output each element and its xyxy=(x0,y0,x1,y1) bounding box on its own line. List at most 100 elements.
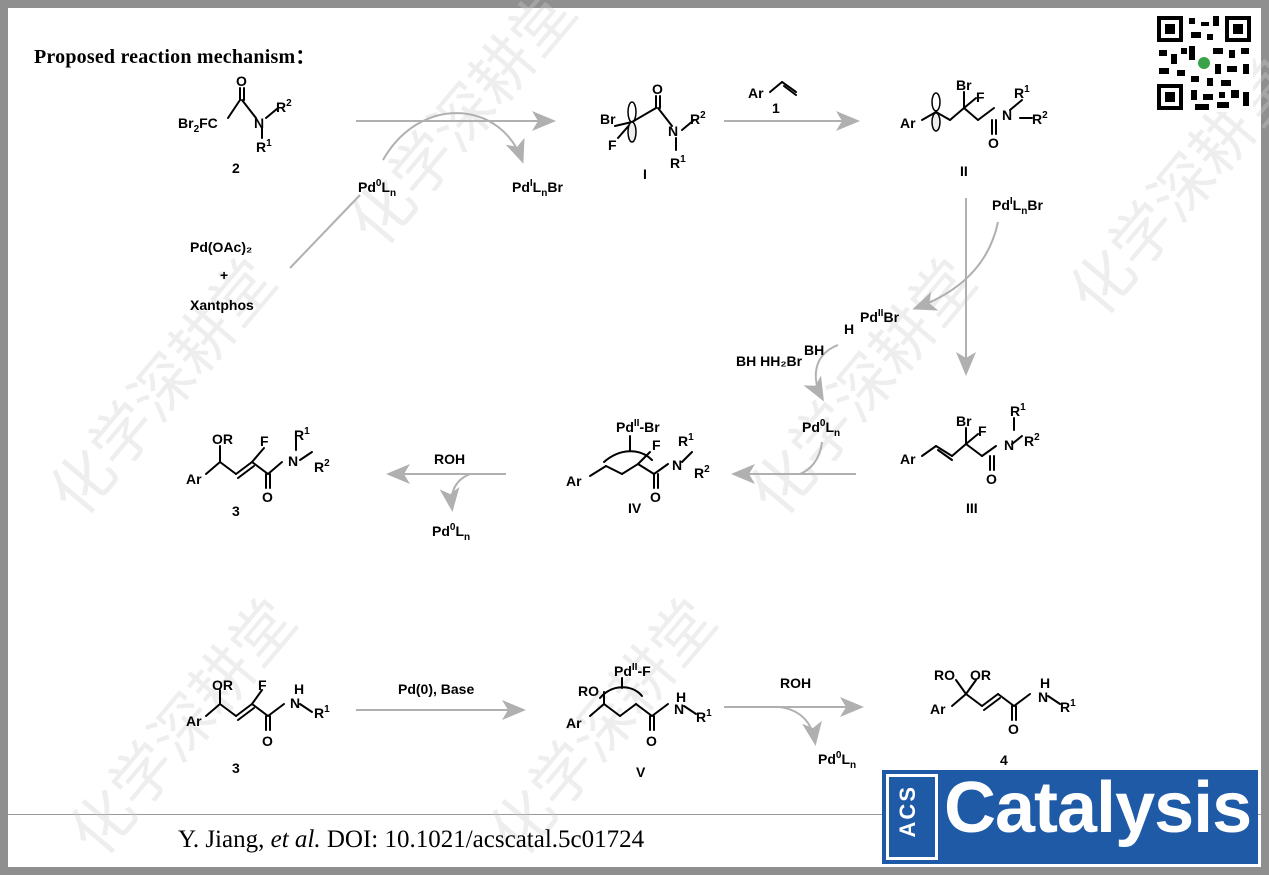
svg-text:Ar: Ar xyxy=(748,85,764,101)
svg-text:N: N xyxy=(1038,689,1048,705)
svg-text:O: O xyxy=(236,73,247,89)
svg-text:PdILnBr: PdILnBr xyxy=(992,196,1043,217)
compound-label-I: I xyxy=(643,166,647,182)
compound-label-3-top: 3 xyxy=(232,503,240,519)
svg-text:O: O xyxy=(988,135,999,151)
svg-text:R2: R2 xyxy=(690,110,706,127)
svg-text:化学深耕堂: 化学深耕堂 xyxy=(36,245,291,529)
svg-text:N: N xyxy=(254,115,264,131)
svg-text:N: N xyxy=(288,453,298,469)
reaction-arrows xyxy=(289,111,999,746)
page-title: Proposed reaction mechanism： xyxy=(34,46,316,68)
molecule-bonds xyxy=(205,81,1061,731)
atom-labels: Br2FC O N R2 R1 Br F O N R2 R1 Ar Ar Br … xyxy=(178,73,1076,771)
svg-text:R1: R1 xyxy=(678,432,694,449)
reagent-roh-bottom: ROH xyxy=(780,675,812,691)
svg-text:F: F xyxy=(258,677,267,693)
svg-text:Pd0Ln: Pd0Ln xyxy=(818,750,856,771)
svg-text:Pd0Ln: Pd0Ln xyxy=(358,178,396,199)
reagent-pd0-base: Pd(0), Base xyxy=(398,681,475,697)
svg-text:R1: R1 xyxy=(314,704,330,721)
svg-text:Ar: Ar xyxy=(186,471,202,487)
citation-etal: et al. xyxy=(270,826,321,853)
compound-label-3-bottom: 3 xyxy=(232,760,240,776)
svg-text:OR: OR xyxy=(970,667,991,683)
svg-text:F: F xyxy=(978,423,987,439)
svg-text:Ar: Ar xyxy=(930,701,946,717)
svg-text:R2: R2 xyxy=(1024,432,1040,449)
svg-text:Ar: Ar xyxy=(900,115,916,131)
svg-text:N: N xyxy=(674,701,684,717)
svg-text:O: O xyxy=(1008,721,1019,737)
svg-text:N: N xyxy=(1002,107,1012,123)
svg-text:R1: R1 xyxy=(1010,402,1026,419)
svg-text:R2: R2 xyxy=(314,458,330,475)
reagent-bh: BH xyxy=(804,342,825,358)
svg-text:H: H xyxy=(1040,675,1050,691)
reagent-plus: + xyxy=(220,267,229,283)
svg-text:H: H xyxy=(844,321,854,337)
svg-text:Br: Br xyxy=(956,413,972,429)
svg-text:PdII-Br: PdII-Br xyxy=(616,418,660,435)
compound-label-2: 2 xyxy=(232,160,240,176)
svg-text:R1: R1 xyxy=(256,138,272,155)
svg-text:O: O xyxy=(262,489,273,505)
svg-text:R1: R1 xyxy=(670,154,686,171)
svg-text:RO: RO xyxy=(578,683,599,699)
citation: Y. Jiang, et al. DOI: 10.1021/acscatal.5… xyxy=(178,826,644,854)
svg-text:O: O xyxy=(986,471,997,487)
svg-text:O: O xyxy=(262,733,273,749)
svg-text:化学深耕堂: 化学深耕堂 xyxy=(736,245,991,529)
svg-text:N: N xyxy=(1004,437,1014,453)
svg-text:F: F xyxy=(260,433,269,449)
svg-text:Br: Br xyxy=(600,111,616,127)
svg-text:PdIIBr: PdIIBr xyxy=(860,308,900,325)
compound-label-V: V xyxy=(636,764,646,780)
svg-text:R1: R1 xyxy=(1014,84,1030,101)
svg-text:R2: R2 xyxy=(276,98,292,115)
svg-text:PdILnBr: PdILnBr xyxy=(512,178,563,199)
svg-text:F: F xyxy=(652,437,661,453)
svg-text:R1: R1 xyxy=(1060,698,1076,715)
svg-text:RO: RO xyxy=(934,667,955,683)
svg-text:O: O xyxy=(652,81,663,97)
svg-text:F: F xyxy=(608,137,617,153)
svg-text:Br2FC: Br2FC xyxy=(178,115,218,135)
svg-text:F: F xyxy=(976,89,985,105)
svg-text:O: O xyxy=(650,489,661,505)
svg-text:N: N xyxy=(668,123,678,139)
reagent-bh-salt: BH HH₂Br xyxy=(736,353,803,369)
svg-text:Ar: Ar xyxy=(566,473,582,489)
svg-text:Ar: Ar xyxy=(186,713,202,729)
svg-text:OR: OR xyxy=(212,677,233,693)
citation-authors: Y. Jiang, xyxy=(178,826,271,853)
svg-text:N: N xyxy=(290,695,300,711)
qr-code xyxy=(1155,14,1253,112)
reagent-roh-top: ROH xyxy=(434,451,466,467)
reagent-xantphos: Xantphos xyxy=(190,297,254,313)
svg-text:化学深耕堂: 化学深耕堂 xyxy=(336,0,591,260)
acs-catalysis-logo: ACS Catalysis xyxy=(882,770,1258,864)
svg-text:O: O xyxy=(646,733,657,749)
compound-label-II: II xyxy=(960,163,968,179)
svg-text:Ar: Ar xyxy=(900,451,916,467)
svg-text:Pd0Ln: Pd0Ln xyxy=(432,522,470,543)
svg-text:Pd0Ln: Pd0Ln xyxy=(802,418,840,439)
catalysis-wordmark: Catalysis xyxy=(944,768,1252,848)
svg-text:R1: R1 xyxy=(294,426,310,443)
svg-text:Br: Br xyxy=(956,77,972,93)
compound-label-III: III xyxy=(966,500,978,516)
svg-text:OR: OR xyxy=(212,431,233,447)
svg-text:PdII-F: PdII-F xyxy=(614,662,651,679)
compound-label-1: 1 xyxy=(772,100,780,116)
svg-text:H: H xyxy=(294,681,304,697)
citation-doi: DOI: 10.1021/acscatal.5c01724 xyxy=(320,826,645,853)
acs-box: ACS xyxy=(886,774,938,860)
compound-label-IV: IV xyxy=(628,500,642,516)
footer-divider xyxy=(8,814,1261,815)
svg-text:R1: R1 xyxy=(696,708,712,725)
svg-text:Ar: Ar xyxy=(566,715,582,731)
svg-text:N: N xyxy=(672,457,682,473)
